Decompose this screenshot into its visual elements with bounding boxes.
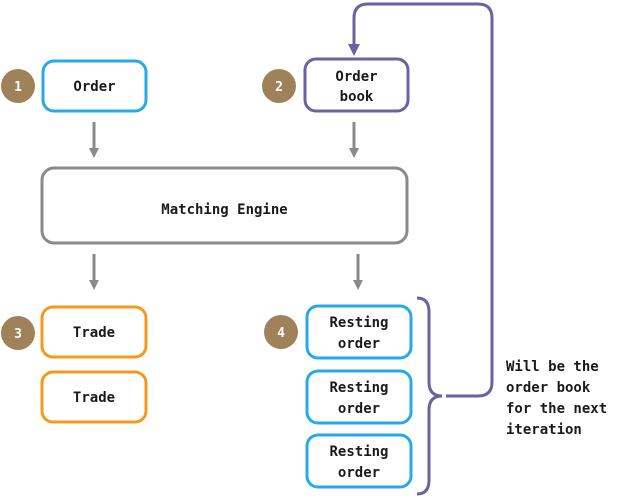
svg-text:3: 3: [14, 327, 22, 342]
step-badge-3: 3: [1, 316, 35, 350]
resting-order-box-1: Resting order: [305, 304, 413, 360]
step-badge-2: 2: [262, 69, 296, 103]
iteration-note: Will be the order book for the next iter…: [506, 359, 607, 438]
feedback-loop-arrow: [348, 2, 494, 398]
note-line-4: iteration: [506, 422, 582, 438]
resting-order-3-line1: Resting: [329, 444, 388, 460]
note-line-1: Will be the: [506, 359, 599, 375]
order-label: Order: [73, 79, 115, 95]
svg-text:1: 1: [14, 80, 22, 95]
resting-order-2-line2: order: [338, 401, 380, 417]
trade-box-2: Trade: [40, 370, 148, 424]
resting-order-1-line2: order: [338, 336, 380, 352]
trade-label-2: Trade: [73, 390, 115, 406]
resting-order-box-2: Resting order: [305, 369, 413, 425]
resting-order-box-3: Resting order: [305, 433, 413, 489]
resting-order-2-line1: Resting: [329, 380, 388, 396]
svg-text:2: 2: [275, 80, 283, 95]
order-book-label-line2: book: [340, 89, 374, 105]
note-line-2: order book: [506, 380, 591, 396]
resting-order-1-line1: Resting: [329, 315, 388, 331]
trade-label-1: Trade: [73, 325, 115, 341]
order-book-label-line1: Order: [335, 69, 377, 85]
order-book-box: Order book: [303, 57, 410, 113]
trade-box-1: Trade: [40, 305, 148, 359]
step-badge-4: 4: [264, 315, 298, 349]
note-line-3: for the next: [506, 401, 607, 417]
step-badge-1: 1: [1, 69, 35, 103]
order-box: Order: [41, 59, 148, 113]
matching-engine-box: Matching Engine: [40, 166, 409, 245]
resting-order-3-line2: order: [338, 465, 380, 481]
svg-text:4: 4: [277, 326, 285, 341]
resting-orders-brace: [416, 296, 443, 496]
matching-engine-label: Matching Engine: [161, 202, 287, 218]
